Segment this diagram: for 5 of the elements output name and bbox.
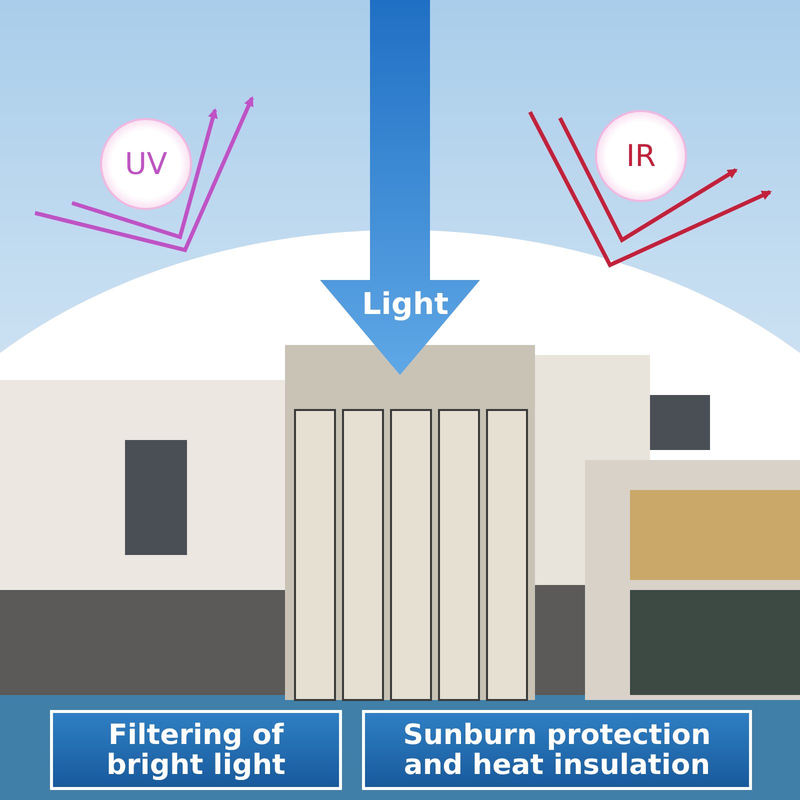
arrow-label: Light (362, 287, 449, 322)
caption-banner: Filtering of bright light (50, 710, 342, 790)
ray-label-circle: IR (595, 110, 687, 202)
caption-banner: Sunburn protection and heat insulation (362, 710, 752, 790)
ray-label-circle: UV (100, 118, 192, 210)
